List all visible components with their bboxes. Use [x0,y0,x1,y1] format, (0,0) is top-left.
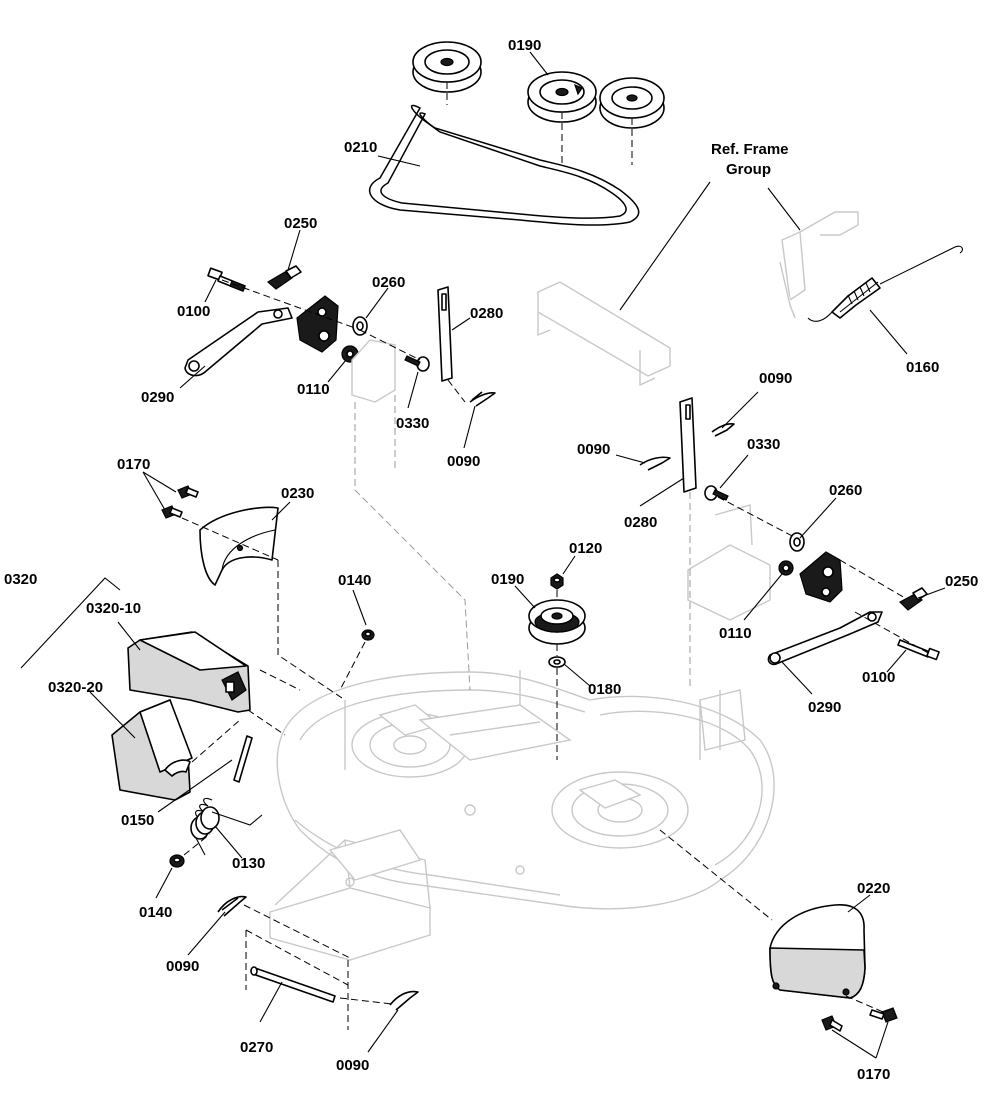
bolt-0170-b [161,505,183,519]
callout-0170-right: 0170 [857,1066,890,1083]
idler-bracket-left [296,295,339,353]
callout-labels: 0190 0210 0250 0100 0260 0280 0290 0110 … [4,37,978,1083]
callout-0250-left: 0250 [284,215,317,232]
callout-0160: 0160 [906,359,939,376]
pulley-top-right [599,77,665,129]
callout-0220: 0220 [857,880,890,897]
callout-0260-left: 0260 [372,274,405,291]
rod-0280-right [679,397,697,493]
bolt-0170-a [177,485,199,499]
callout-0260-right: 0260 [829,482,862,499]
ref-frame-label-line2: Group [726,161,771,178]
callout-0320-20: 0320-20 [48,679,103,696]
nut-0110-left [341,345,359,363]
callout-0180: 0180 [588,681,621,698]
callout-0320: 0320 [4,571,37,588]
pulley-0190-center [528,599,586,645]
nut-0120 [550,573,564,590]
rod-0280-left [437,286,453,382]
hairpin-0090-b [711,423,735,437]
spacer-0180 [548,656,566,668]
nut-0140-a [361,629,375,641]
callout-0140-bottom: 0140 [139,904,172,921]
drive-belt [368,82,640,226]
callout-0150: 0150 [121,812,154,829]
idler-arm-0290-left [184,307,293,377]
shoulder-bolt-0330-right [704,485,729,501]
callout-0100-right: 0100 [862,669,895,686]
bolt-0170-d [821,1015,843,1032]
bolt-0100-right [897,639,940,661]
spring-rod-0150 [233,735,253,783]
callout-0090-b: 0090 [759,370,792,387]
callout-0250-right: 0250 [945,573,978,590]
hitch-pin-0270 [250,966,336,1003]
hairpin-0090-a [469,391,496,407]
callout-0280-right: 0280 [624,514,657,531]
callout-0230: 0230 [281,485,314,502]
callout-0090-e: 0090 [336,1057,369,1074]
callout-0280-left: 0280 [470,305,503,322]
callout-0140-top: 0140 [338,572,371,589]
pulley-top-left [412,41,482,93]
callout-0110-left: 0110 [297,381,330,398]
hairpin-0090-c [639,456,671,471]
callout-0090-c: 0090 [577,441,610,458]
ref-frame-group-ghost [537,211,859,387]
hairpin-0090-d [217,895,247,917]
callout-0330-left: 0330 [396,415,429,432]
idler-bracket-right [799,551,843,603]
callout-0290-left: 0290 [141,389,174,406]
callout-0290-right: 0290 [808,699,841,716]
hairpin-0090-e [389,990,419,1011]
ghost-bracket-right [687,504,771,751]
callout-0090-a: 0090 [447,453,480,470]
callout-0110-right: 0110 [719,625,752,642]
spring-0160 [807,245,964,322]
callout-0210: 0210 [344,139,377,156]
chute-0320-10 [127,631,251,713]
belt-shield-0230 [199,506,279,586]
stud-0250-left [266,265,302,290]
callout-0090-d: 0090 [166,958,199,975]
ref-frame-label-line1: Ref. Frame [711,141,789,158]
callout-0130: 0130 [232,855,265,872]
callout-0320-10: 0320-10 [86,600,141,617]
nut-0110-right [778,560,794,576]
pulley-top-middle [527,71,597,123]
deck-hitch-bracket [269,829,431,961]
nut-0140-b [169,854,185,868]
stud-0250-right [899,587,928,611]
callout-0190-top: 0190 [508,37,541,54]
washer-0260-left [352,316,368,336]
leader-lines [20,51,946,1059]
callout-0100-left: 0100 [177,303,210,320]
shoulder-bolt-0330-left [404,355,430,372]
callout-0120: 0120 [569,540,602,557]
callout-0330-right: 0330 [747,436,780,453]
callout-0190-center: 0190 [491,571,524,588]
idler-arm-0290-right [767,611,883,666]
belt-shield-0220 [769,904,866,999]
bolt-0170-c [869,1007,898,1023]
callout-0170-left: 0170 [117,456,150,473]
chute-0320-20 [111,699,193,801]
callout-0270: 0270 [240,1039,273,1056]
torsion-spring-0130 [190,797,263,856]
bolt-0100-left [207,267,246,292]
ghost-bracket-left [351,339,396,403]
